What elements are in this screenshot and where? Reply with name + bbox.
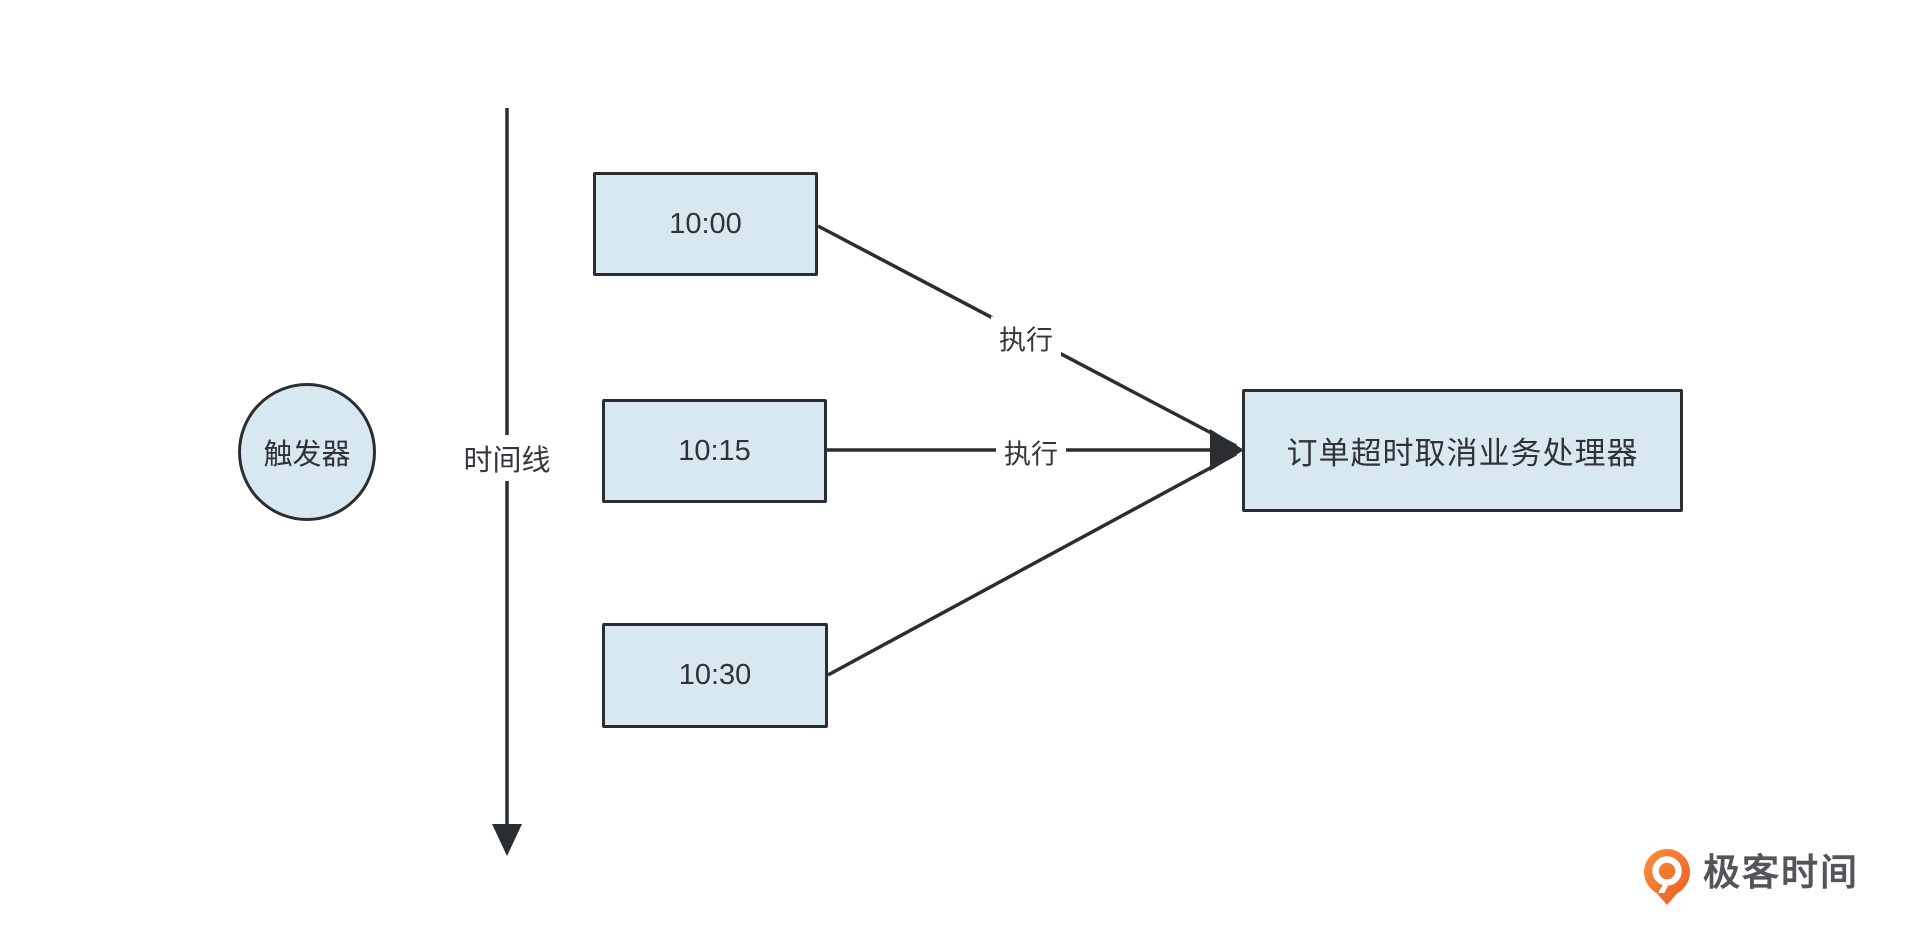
trigger-label: 触发器 [263, 439, 351, 471]
edge-line-10-30 [827, 452, 1237, 677]
timer-node-10-15: 10:15 [602, 399, 827, 503]
timer-node-10-30: 10:30 [602, 623, 828, 728]
timer-label: 10:15 [678, 434, 751, 467]
timer-node-10-00: 10:00 [593, 172, 818, 276]
timer-label: 10:00 [669, 207, 742, 240]
timeline-label: 时间线 [455, 435, 559, 481]
timer-label: 10:30 [678, 659, 752, 691]
geektime-logo-icon [1644, 849, 1690, 905]
edge-label-execute-1: 执行 [991, 316, 1061, 360]
processor-label: 订单超时取消业务处理器 [1286, 436, 1639, 471]
edge-label-execute-2: 执行 [996, 430, 1066, 474]
brand-watermark: 极客时间 [1643, 848, 1859, 908]
trigger-node: 触发器 [238, 383, 376, 521]
processor-arrowhead-icon [1210, 429, 1244, 471]
processor-node: 订单超时取消业务处理器 [1242, 389, 1683, 512]
timeline-arrowhead-icon [492, 824, 522, 856]
brand-name: 极客时间 [1703, 851, 1859, 893]
